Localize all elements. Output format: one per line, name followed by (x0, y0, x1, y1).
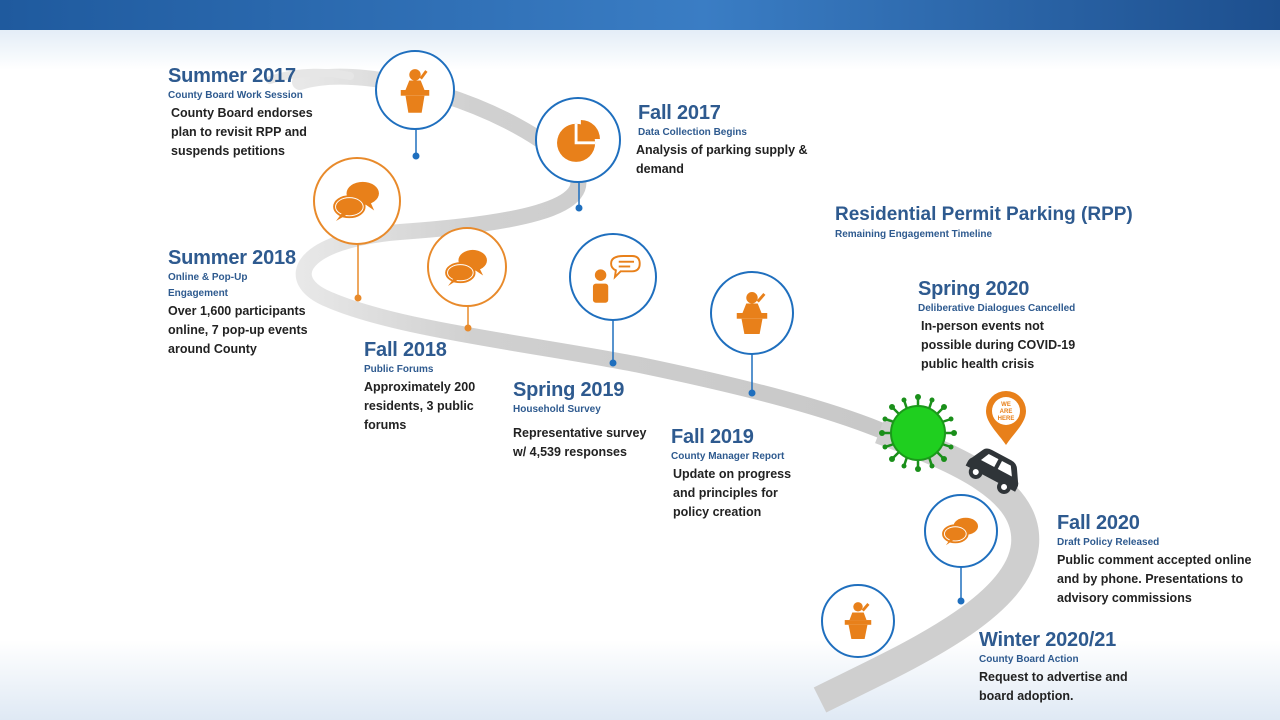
milestone-text: Over 1,600 participants online, 7 pop-up… (168, 304, 308, 356)
milestone-title: Summer 2017 (168, 65, 296, 87)
we-are-here-pin-icon: WE ARE HERE (986, 391, 1026, 445)
person-speech-icon (569, 233, 657, 321)
virus-icon (879, 394, 957, 472)
milestone-title: Winter 2020/21 (979, 629, 1117, 651)
milestone-subtitle: Household Survey (513, 404, 601, 415)
milestone-subtitle: County Manager Report (671, 451, 785, 462)
milestone-title: Fall 2018 (364, 339, 447, 361)
podium-speaker-icon (710, 271, 794, 355)
milestone-text: Update on progress and principles for po… (673, 467, 792, 519)
podium-speaker-icon (375, 50, 455, 130)
milestone-subtitle: Public Forums (364, 364, 434, 375)
milestone-text: In-person events not possible during COV… (921, 319, 1076, 371)
milestone-title: Spring 2019 (513, 379, 625, 401)
pin-summer-2018 (354, 240, 362, 302)
milestone-title: Fall 2020 (1057, 512, 1140, 534)
milestone-fall-2017: Fall 2017 Data Collection Begins Analysi… (636, 101, 811, 179)
chat-bubbles-icon (427, 227, 507, 307)
milestone-text: Analysis of parking supply & demand (636, 143, 808, 176)
milestone-summer-2018: Summer 2018 Online & Pop-Up Engagement O… (168, 246, 313, 359)
milestone-fall-2018: Fall 2018 Public Forums Approximately 20… (364, 338, 479, 435)
chat-bubbles-icon (924, 494, 998, 568)
milestone-title: Spring 2020 (918, 278, 1030, 300)
milestone-text: Request to advertise and board adoption. (979, 670, 1128, 703)
marker-text-1: WE (1001, 402, 1011, 408)
milestone-spring-2019: Spring 2019 Household Survey Representat… (513, 378, 648, 462)
pie-chart-icon (535, 97, 621, 183)
milestone-title: Summer 2018 (168, 247, 296, 269)
chat-bubbles-icon (313, 157, 401, 245)
timeline-subtitle: Remaining Engagement Timeline (835, 229, 993, 240)
milestone-subtitle: Deliberative Dialogues Cancelled (918, 303, 1076, 314)
pin-fall-2019 (748, 350, 756, 397)
podium-speaker-icon (821, 584, 895, 658)
marker-text-3: HERE (998, 416, 1015, 422)
milestone-text: Approximately 200 residents, 3 public fo… (364, 380, 476, 432)
top-banner (0, 0, 1280, 30)
milestone-subtitle: Online & Pop-Up Engagement (168, 272, 248, 299)
milestone-fall-2019: Fall 2019 County Manager Report Update o… (671, 425, 801, 522)
milestone-subtitle: Draft Policy Released (1057, 537, 1160, 548)
milestone-text: Public comment accepted online and by ph… (1057, 553, 1252, 605)
milestone-text: Representative survey w/ 4,539 responses (513, 426, 647, 459)
marker-text-2: ARE (1000, 409, 1013, 415)
milestone-title: Fall 2019 (671, 426, 754, 448)
car-icon (965, 448, 1019, 494)
milestone-spring-2020: Spring 2020 Deliberative Dialogues Cance… (918, 277, 1118, 374)
milestone-text: County Board endorses plan to revisit RP… (171, 106, 313, 158)
milestone-winter-2020-21: Winter 2020/21 County Board Action Reque… (979, 628, 1129, 706)
timeline-heading: Residential Permit Parking (RPP) Remaini… (835, 203, 1133, 243)
milestone-subtitle: Data Collection Begins (638, 127, 747, 138)
milestone-subtitle: County Board Action (979, 654, 1079, 665)
milestone-subtitle: County Board Work Session (168, 90, 303, 101)
timeline-title: Residential Permit Parking (RPP) (835, 204, 1133, 225)
milestone-fall-2020: Fall 2020 Draft Policy Released Public c… (1057, 511, 1257, 608)
milestone-title: Fall 2017 (638, 102, 721, 124)
milestone-summer-2017: Summer 2017 County Board Work Session Co… (168, 64, 318, 161)
